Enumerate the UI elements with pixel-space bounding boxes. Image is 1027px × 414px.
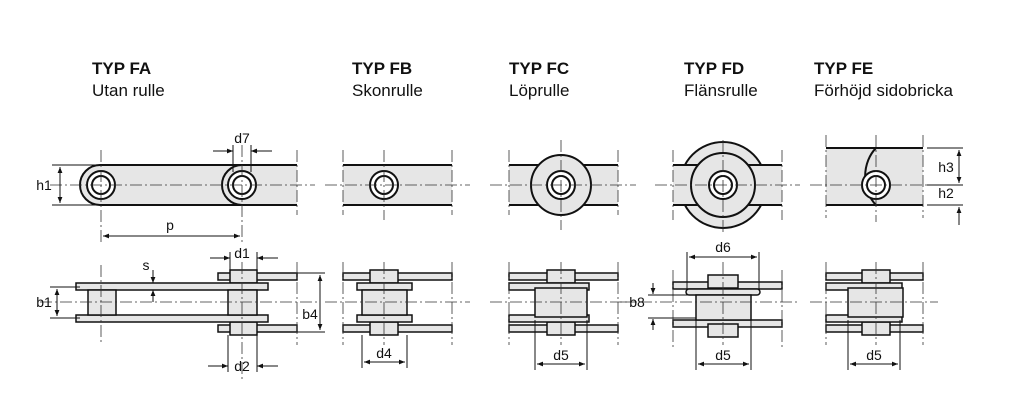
dim-d5: d5 [553, 347, 569, 363]
fa-top-view: b1 s b4 d1 d2 [36, 245, 325, 380]
dim-b4: b4 [302, 306, 318, 322]
type-name: Flänsrulle [684, 81, 758, 100]
dim-p: p [166, 217, 174, 233]
header-typ-fe: TYP FE Förhöjd sidobricka [814, 58, 953, 102]
dim-d5: d5 [715, 347, 731, 363]
fc-views: d5 [490, 140, 636, 370]
fb-views: d4 [325, 150, 470, 368]
type-name: Löprulle [509, 81, 570, 100]
type-code: TYP FC [509, 59, 570, 78]
header-typ-fd: TYP FD Flänsrulle [684, 58, 758, 102]
dim-h3: h3 [938, 159, 954, 175]
dim-d1: d1 [234, 245, 250, 261]
fa-side-view: h1 d7 p [36, 130, 315, 245]
type-name: Skonrulle [352, 81, 423, 100]
dim-d4: d4 [376, 345, 392, 361]
type-code: TYP FA [92, 59, 152, 78]
type-name: Förhöjd sidobricka [814, 81, 953, 100]
header-typ-fa: TYP FA Utan rulle [92, 58, 165, 102]
header-typ-fc: TYP FC Löprulle [509, 58, 570, 102]
dim-d5: d5 [866, 347, 882, 363]
dim-b8: b8 [629, 294, 645, 310]
dim-d6: d6 [715, 239, 731, 255]
header-typ-fb: TYP FB Skonrulle [352, 58, 423, 102]
fe-views: h3 h2 d5 [810, 135, 963, 370]
type-name: Utan rulle [92, 81, 165, 100]
dim-d7: d7 [234, 130, 250, 146]
type-code: TYP FE [814, 59, 874, 78]
dim-s: s [143, 257, 150, 273]
dim-h2: h2 [938, 185, 954, 201]
dim-d2: d2 [234, 358, 250, 374]
type-code: TYP FD [684, 59, 745, 78]
dim-b1: b1 [36, 294, 52, 310]
fd-views: d6 b8 d5 [620, 140, 800, 370]
type-code: TYP FB [352, 59, 413, 78]
dim-h1: h1 [36, 177, 52, 193]
